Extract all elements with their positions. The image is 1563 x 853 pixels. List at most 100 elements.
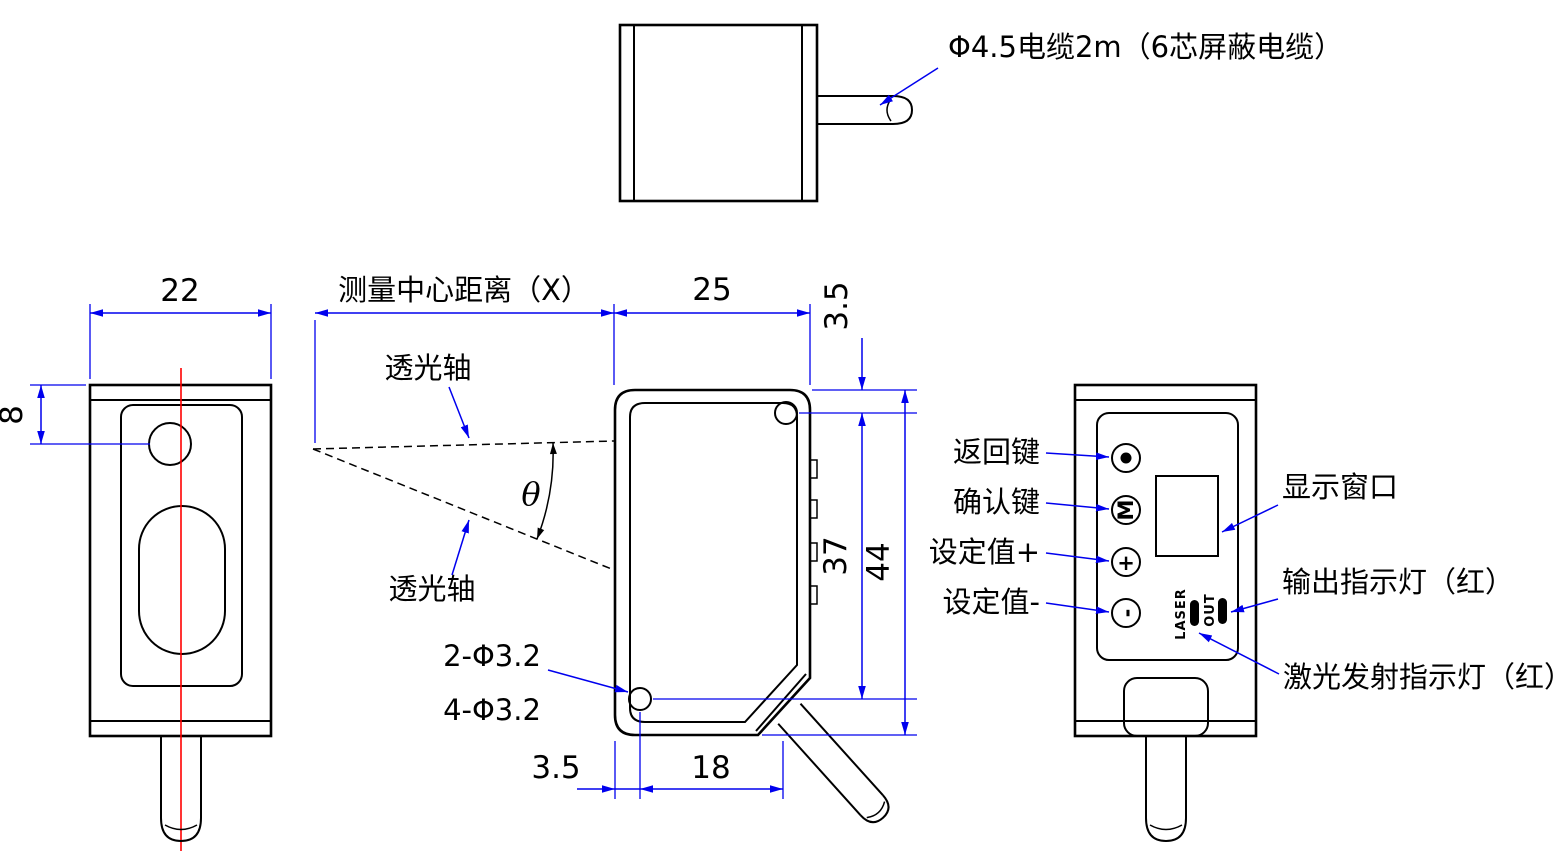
cable-tip-arc	[886, 98, 892, 122]
display-window-callout: 显示窗口	[1221, 470, 1398, 533]
angle-arc	[536, 442, 557, 540]
laser-led-icon	[1190, 600, 1199, 626]
top-view: Φ4.5电缆2m（6芯屏蔽电缆）	[618, 23, 1343, 203]
laser-led-callout: 激光发射指示灯（红）	[1198, 632, 1563, 694]
display-window-text: 显示窗口	[1282, 470, 1398, 504]
cable-tip	[892, 95, 914, 125]
hole-note-2-text: 4-Φ3.2	[443, 693, 541, 727]
measure-center-text: 测量中心距离（X）	[338, 273, 590, 307]
measure-center-dimension: 测量中心距离（X）	[314, 273, 614, 443]
cable-tip	[160, 817, 202, 843]
top-view-body	[618, 23, 819, 203]
control-panel	[1096, 412, 1239, 661]
hole-top-offset-dimension: 3.5	[799, 281, 917, 414]
height-dimension: 44	[762, 390, 917, 736]
m-button-glyph: M	[1114, 500, 1138, 521]
side-view: θ 透光轴 透光轴 测量中心距离（X） 25 3.5	[312, 272, 917, 824]
hole-left-offset-dimension: 3.5	[531, 712, 641, 799]
out-led-text: OUT	[1203, 593, 1218, 626]
return-key-button	[1111, 443, 1141, 473]
front-view-cable	[160, 736, 202, 843]
hole-bottom-span-dimension: 18	[640, 741, 784, 799]
side-tab	[809, 585, 818, 605]
front-lens-offset-value: 8	[0, 405, 30, 425]
side-view-inner-outline	[629, 402, 798, 723]
set-minus-button: -	[1111, 598, 1141, 628]
cable-note-leader	[879, 67, 939, 106]
display-window	[1155, 475, 1219, 557]
top-view-cable	[817, 95, 914, 125]
cable-line	[799, 703, 884, 796]
optical-axis-lower	[312, 448, 615, 571]
optical-axis-bottom-text: 透光轴	[388, 572, 475, 606]
cable-note-text: Φ4.5电缆2m（6芯屏蔽电缆）	[948, 30, 1343, 64]
return-key-callout: 返回键	[953, 435, 1110, 469]
plus-glyph: +	[1117, 551, 1135, 575]
cable-line	[777, 723, 862, 816]
hole-pitch-value: 37	[818, 536, 854, 575]
minus-glyph: -	[1115, 609, 1139, 618]
side-tab	[809, 459, 818, 479]
side-tab	[809, 499, 818, 519]
chamfer-inner-line	[755, 673, 807, 732]
leader-line	[451, 519, 470, 576]
cable-note-callout: Φ4.5电缆2m（6芯屏蔽电缆）	[879, 30, 1343, 106]
cable-tip-arc	[1149, 824, 1183, 831]
back-view: M + - LASER OUT 返回键 确认键	[929, 383, 1563, 843]
side-tab	[809, 542, 818, 562]
leader-line	[1221, 504, 1279, 533]
button-ring	[1111, 598, 1141, 628]
angle-symbol: θ	[521, 475, 540, 513]
leader-line	[1045, 502, 1110, 512]
leader-line	[448, 386, 470, 439]
leader-line	[1045, 602, 1110, 614]
emitter-lens	[148, 422, 192, 466]
hole-bottom-span-value: 18	[691, 750, 730, 786]
confirm-key-button: M	[1111, 495, 1141, 525]
depth-value: 25	[692, 272, 731, 308]
front-width-value: 22	[160, 273, 199, 309]
optical-axis-top-text: 透光轴	[384, 351, 471, 385]
hole-left-offset-value: 3.5	[531, 750, 580, 786]
button-ring	[1111, 443, 1141, 473]
laser-led-text: LASER	[1174, 588, 1189, 640]
receiver-lens	[138, 505, 226, 655]
hole-top-offset-value: 3.5	[819, 281, 855, 330]
depth-dimension: 25	[613, 272, 811, 385]
optical-axis-upper	[312, 440, 615, 450]
output-led-icon	[1218, 598, 1227, 624]
front-view: 22 8	[0, 273, 273, 851]
leader-line	[547, 669, 629, 693]
set-minus-text: 设定值-	[943, 585, 1040, 619]
leader-line	[1045, 452, 1110, 460]
set-plus-button: +	[1111, 547, 1141, 577]
button-ring	[1111, 547, 1141, 577]
return-key-text: 返回键	[953, 435, 1040, 469]
leader-line	[1198, 632, 1280, 675]
output-led-text: 输出指示灯（红）	[1282, 565, 1514, 599]
hole-note-callout: 2-Φ3.2 4-Φ3.2	[443, 639, 629, 727]
hole-pitch-dimension: 37	[653, 413, 917, 700]
side-view-cable	[777, 703, 890, 824]
button-ring	[1111, 495, 1141, 525]
optical-axis-callout-bottom: 透光轴	[388, 519, 476, 606]
mounting-hole-bottom	[628, 687, 652, 711]
front-lens-offset-dimension: 8	[0, 384, 150, 445]
cable-tip	[859, 794, 890, 824]
optical-axis-callout-top: 透光轴	[384, 351, 472, 439]
confirm-key-text: 确认键	[953, 485, 1040, 519]
back-view-cable	[1145, 736, 1187, 843]
leader-line	[1230, 598, 1279, 613]
height-value: 44	[861, 542, 897, 581]
set-plus-text: 设定值+	[929, 535, 1040, 569]
hole-note-1-text: 2-Φ3.2	[443, 639, 541, 673]
cable-gland-boss	[1123, 677, 1209, 737]
output-led-callout: 输出指示灯（红）	[1230, 565, 1514, 613]
set-minus-callout: 设定值-	[943, 585, 1110, 619]
mounting-hole-top	[774, 401, 798, 425]
cable-tip	[1145, 817, 1187, 843]
cable-tip-arc	[164, 824, 198, 831]
set-plus-callout: 设定值+	[929, 535, 1110, 569]
